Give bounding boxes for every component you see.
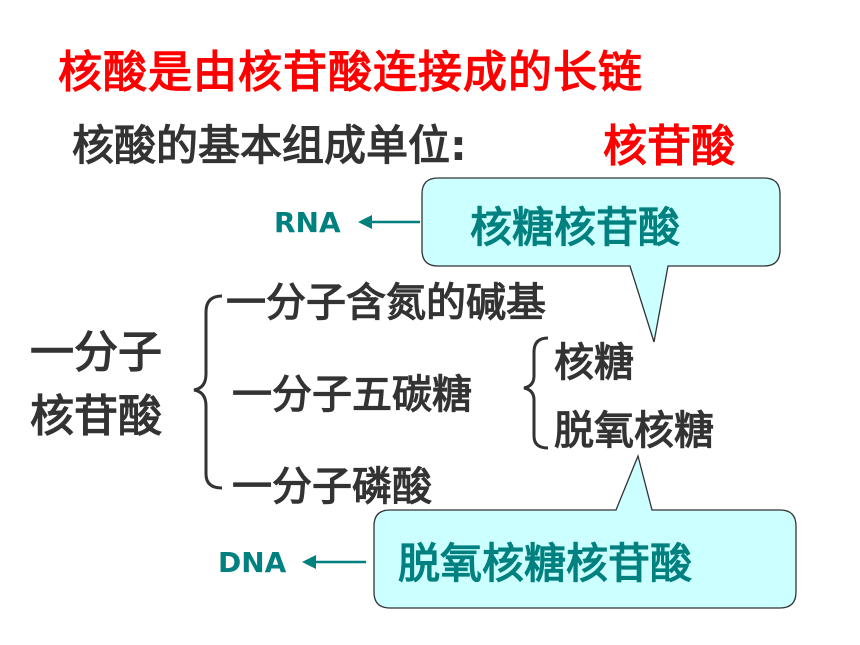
sugars-brace [523, 336, 549, 450]
dna-label: DNA [218, 546, 287, 579]
dna-callout-text: 脱氧核糖核苷酸 [398, 539, 693, 588]
nucleotide-line1: 一分子 [30, 327, 162, 378]
dna-arrowhead [302, 555, 316, 569]
component-base: 一分子含氮的碱基 [226, 280, 546, 326]
dna-callout-bubble [373, 453, 797, 609]
rna-callout-bubble [421, 177, 781, 343]
rna-callout-text: 核糖核苷酸 [470, 203, 681, 252]
basic-unit-value: 核苷酸 [603, 121, 735, 172]
nucleotide-line2: 核苷酸 [30, 391, 162, 442]
sugar-ribose: 核糖 [554, 340, 634, 386]
components-brace [193, 294, 223, 490]
component-phosphate: 一分子磷酸 [232, 464, 432, 510]
rna-arrowhead [358, 215, 372, 229]
rna-label: RNA [274, 206, 341, 239]
component-sugar: 一分子五碳糖 [232, 372, 472, 418]
basic-unit-label: 核酸的基本组成单位: [72, 121, 467, 170]
page-title: 核酸是由核苷酸连接成的长链 [58, 47, 643, 98]
sugar-deoxyribose: 脱氧核糖 [554, 408, 714, 454]
